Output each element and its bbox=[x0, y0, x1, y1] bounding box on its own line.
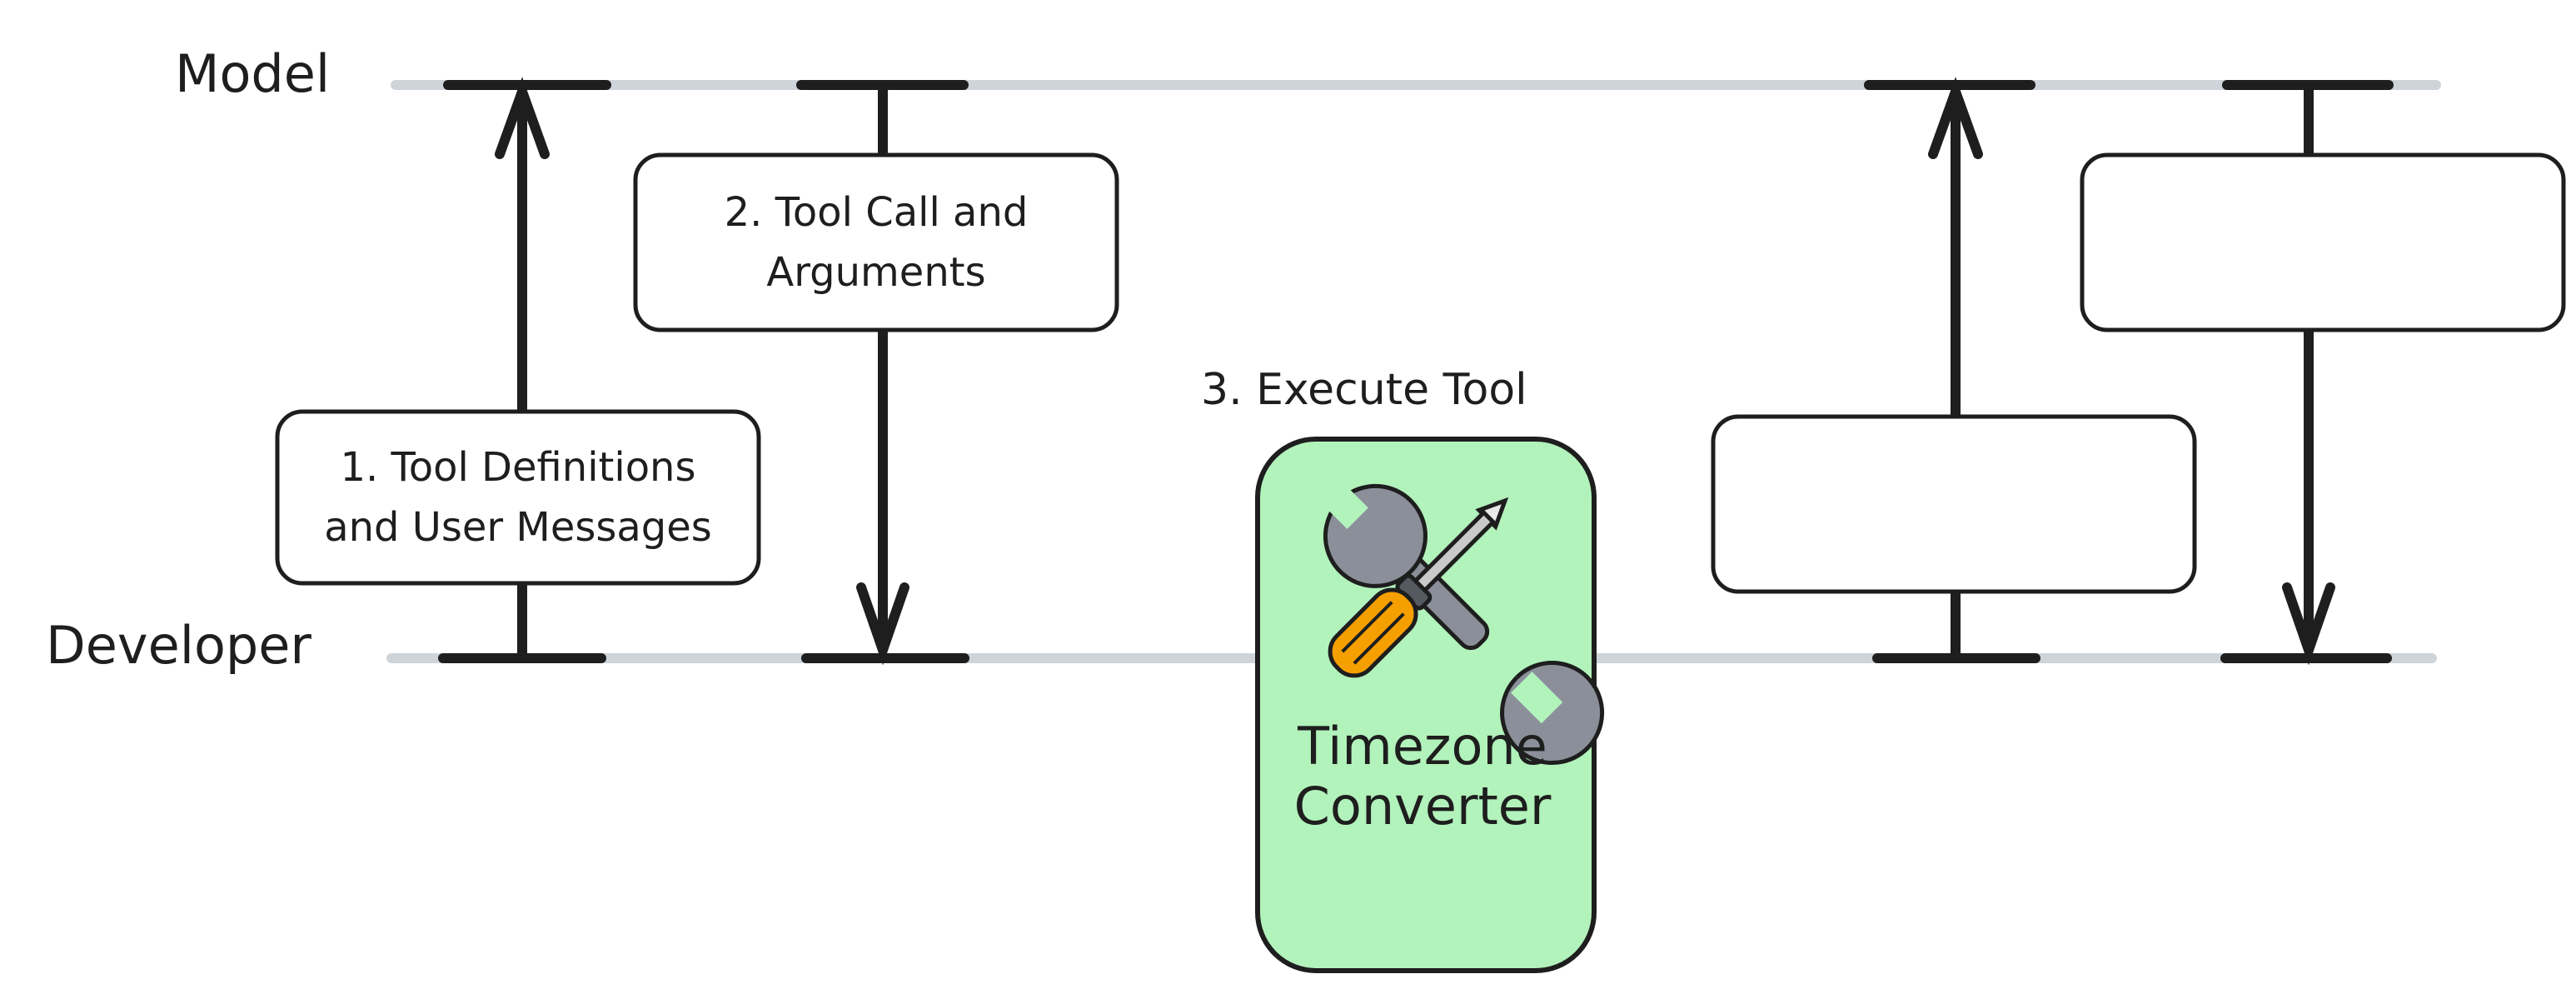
step3-label: 3. Execute Tool bbox=[1201, 365, 1527, 415]
step1-connector bbox=[438, 77, 611, 663]
developer-lane-label: Developer bbox=[46, 615, 311, 676]
step1-arrowhead bbox=[495, 77, 550, 159]
step4-box bbox=[1711, 414, 2197, 594]
step5-label bbox=[2085, 157, 2561, 327]
step1-box bbox=[275, 409, 761, 586]
step4-arrowhead bbox=[1928, 77, 1983, 159]
step4-connector bbox=[1864, 77, 2040, 663]
step4-label bbox=[1716, 419, 2192, 589]
step1-label: 1. Tool Definitions and User Messages bbox=[324, 444, 712, 551]
step5-connector bbox=[2220, 80, 2394, 666]
step2-connector bbox=[796, 80, 969, 666]
tools-icon bbox=[1316, 477, 1605, 766]
step5-box bbox=[2080, 152, 2566, 332]
tool-name: Timezone Converter bbox=[1293, 716, 1552, 837]
model-lane-label: Model bbox=[175, 43, 331, 104]
step2-box bbox=[633, 152, 1119, 332]
step5-arrowhead bbox=[2282, 582, 2335, 666]
step2-label: 2. Tool Call and Arguments bbox=[724, 189, 1029, 296]
step2-arrowhead bbox=[856, 582, 909, 666]
